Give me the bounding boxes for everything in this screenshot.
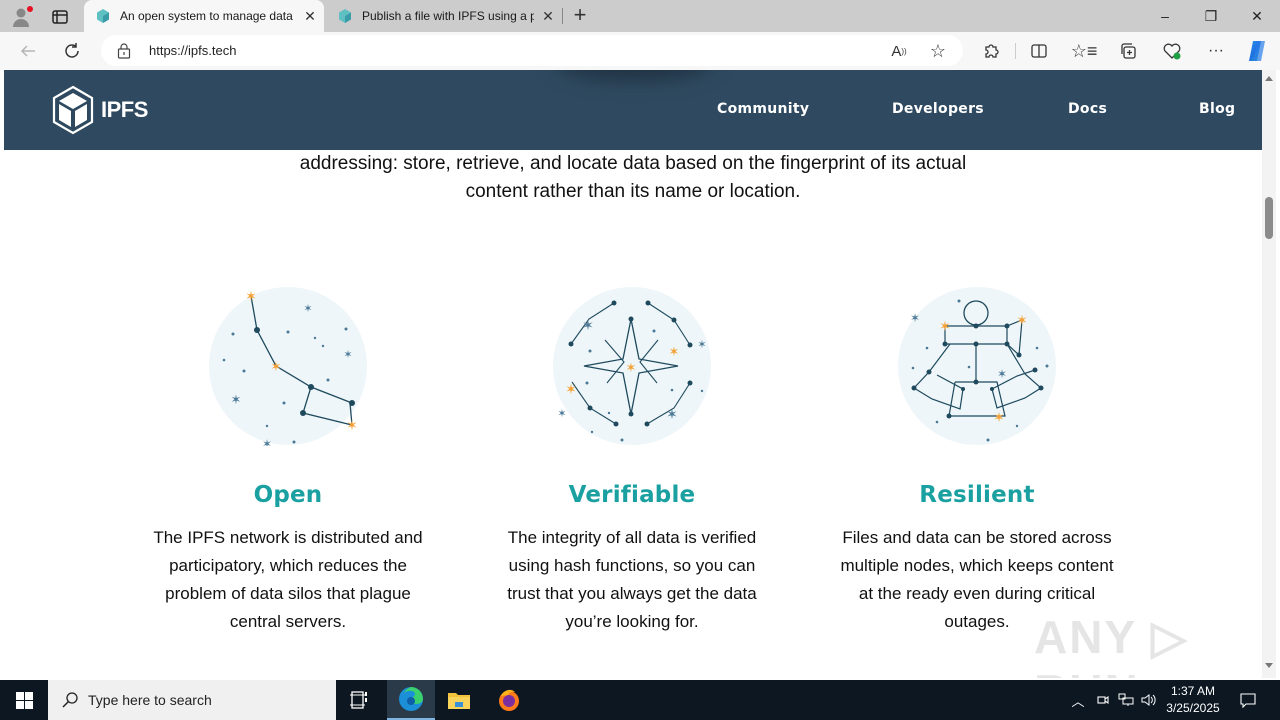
- taskbar-search-box[interactable]: Type here to search: [48, 680, 336, 720]
- feature-description: Files and data can be stored across mult…: [840, 528, 1114, 631]
- tab-publish-file[interactable]: Publish a file with IPFS using a pi ✕: [326, 0, 562, 32]
- refresh-icon[interactable]: [60, 39, 84, 63]
- ipfs-cube-icon: [52, 85, 94, 135]
- minimize-button[interactable]: –: [1161, 8, 1169, 24]
- svg-text:✶: ✶: [231, 392, 242, 407]
- svg-text:✶: ✶: [997, 367, 1007, 381]
- windows-logo-icon: [15, 691, 33, 709]
- svg-text:✶: ✶: [557, 408, 566, 420]
- nav-docs[interactable]: Docs: [1068, 101, 1108, 117]
- feature-title: Resilient: [919, 482, 1035, 508]
- browser-essentials-icon[interactable]: [1160, 39, 1184, 63]
- restore-button[interactable]: ❐: [1204, 7, 1218, 24]
- scrollbar-thumb[interactable]: [1265, 197, 1273, 239]
- svg-text:✶: ✶: [343, 349, 352, 361]
- new-tab-button[interactable]: +: [573, 2, 587, 27]
- big-dipper-constellation-icon: ✶ ✶ ✶ ✶ ✶ ✶ ✶: [209, 287, 367, 446]
- svg-text:✶: ✶: [303, 303, 312, 315]
- clock-time: 1:37 AM: [1170, 684, 1216, 698]
- feature-verifiable: ✶ ✶ ✶ ✶ ✶ ✶ ✶ Verifiable The integrity o…: [482, 286, 782, 636]
- figure-constellation-icon: ✶ ✶ ✶ ✶ ✶: [898, 287, 1056, 445]
- header-shadow: [554, 70, 714, 80]
- windows-taskbar: Type here to search ︿ 1:37 AM 3/25/2025: [0, 680, 1280, 720]
- tab-title: An open system to manage data: [120, 9, 293, 23]
- meet-now-icon[interactable]: [1092, 680, 1114, 720]
- volume-icon[interactable]: [1138, 680, 1160, 720]
- firefox-icon[interactable]: [485, 680, 533, 720]
- compass-star-constellation-icon: ✶ ✶ ✶ ✶ ✶ ✶ ✶: [553, 287, 711, 445]
- svg-text:✶: ✶: [565, 381, 577, 397]
- ipfs-favicon-icon: [97, 9, 109, 23]
- svg-text:✶: ✶: [666, 406, 678, 422]
- svg-text:✶: ✶: [1016, 312, 1028, 328]
- tab-divider: [562, 8, 563, 24]
- scroll-up-arrow-icon[interactable]: [1265, 76, 1273, 81]
- address-bar[interactable]: https://ipfs.tech A)) ☆: [101, 35, 963, 66]
- extensions-icon[interactable]: [979, 39, 1003, 63]
- tab-actions-icon[interactable]: [50, 7, 70, 27]
- task-view-icon[interactable]: [336, 680, 384, 720]
- intro-paragraph: addressing: store, retrieve, and locate …: [4, 150, 1262, 206]
- svg-text:✶: ✶: [669, 344, 680, 359]
- close-window-button[interactable]: ✕: [1251, 7, 1263, 24]
- show-hidden-icons-chevron-icon[interactable]: ︿: [1071, 693, 1085, 709]
- back-icon[interactable]: [16, 39, 40, 63]
- feature-title: Open: [253, 482, 323, 508]
- collections-icon[interactable]: [1116, 39, 1140, 63]
- file-explorer-icon[interactable]: [435, 680, 483, 720]
- tab-ipfs-home[interactable]: An open system to manage data ✕: [84, 0, 324, 32]
- svg-text:✶: ✶: [582, 317, 594, 333]
- url-text[interactable]: https://ipfs.tech: [149, 43, 237, 58]
- browser-toolbar: https://ipfs.tech A)) ☆ ☆≡ ···: [0, 32, 1280, 70]
- tab-title: Publish a file with IPFS using a pi: [362, 9, 534, 23]
- taskbar-clock[interactable]: 1:37 AM 3/25/2025: [1160, 683, 1226, 717]
- svg-text:✶: ✶: [271, 359, 282, 374]
- logo-wordmark: IPFS: [101, 97, 148, 122]
- read-aloud-icon[interactable]: A)): [891, 42, 907, 60]
- svg-text:✶: ✶: [939, 318, 951, 334]
- browser-tab-strip: An open system to manage data ✕ Publish …: [0, 0, 1280, 32]
- close-tab-icon[interactable]: ✕: [542, 7, 554, 24]
- close-tab-icon[interactable]: ✕: [304, 7, 316, 24]
- clock-date: 3/25/2025: [1166, 701, 1220, 715]
- svg-text:✶: ✶: [245, 288, 257, 304]
- feature-description: The IPFS network is distributed and part…: [153, 528, 423, 631]
- search-icon: [62, 692, 78, 708]
- copilot-icon[interactable]: [1245, 39, 1269, 63]
- network-icon[interactable]: [1115, 680, 1137, 720]
- svg-text:✶: ✶: [262, 437, 272, 446]
- ipfs-favicon-icon: [339, 9, 351, 23]
- intro-line-1: addressing: store, retrieve, and locate …: [299, 153, 967, 174]
- toolbar-divider: [1015, 43, 1016, 59]
- profile-avatar-icon[interactable]: [10, 5, 34, 29]
- lock-icon[interactable]: [117, 43, 131, 59]
- svg-text:✶: ✶: [697, 339, 706, 351]
- ipfs-logo[interactable]: IPFS: [51, 85, 148, 135]
- scroll-down-arrow-icon[interactable]: [1265, 663, 1273, 668]
- feature-open: ✶ ✶ ✶ ✶ ✶ ✶ ✶ Open The IPFS network is d…: [138, 286, 438, 636]
- svg-text:✶: ✶: [626, 360, 637, 375]
- nav-community[interactable]: Community: [717, 101, 810, 117]
- more-menu-icon[interactable]: ···: [1208, 42, 1224, 59]
- intro-line-2: content rather than its name or location…: [465, 181, 801, 202]
- edge-taskbar-icon[interactable]: [387, 680, 435, 720]
- svg-text:✶: ✶: [993, 409, 1005, 425]
- svg-text:✶: ✶: [910, 311, 920, 325]
- page-scrollbar[interactable]: [1262, 70, 1276, 678]
- page-viewport: IPFS Community Developers Docs Blog addr…: [4, 70, 1262, 678]
- feature-description: The integrity of all data is verified us…: [507, 528, 757, 631]
- notifications-icon[interactable]: [1234, 680, 1262, 720]
- favorites-icon[interactable]: ☆≡: [1070, 40, 1098, 61]
- feature-resilient: ✶ ✶ ✶ ✶ ✶ Resilient Files and data can b…: [827, 286, 1127, 636]
- nav-blog[interactable]: Blog: [1199, 101, 1236, 117]
- svg-text:✶: ✶: [346, 417, 358, 433]
- start-button[interactable]: [0, 680, 48, 720]
- site-header: IPFS Community Developers Docs Blog: [4, 70, 1262, 150]
- nav-developers[interactable]: Developers: [892, 101, 984, 117]
- search-placeholder: Type here to search: [88, 692, 212, 708]
- favorite-star-icon[interactable]: ☆: [929, 40, 947, 61]
- feature-title: Verifiable: [568, 482, 696, 508]
- split-screen-icon[interactable]: [1027, 39, 1051, 63]
- anyrun-watermark: ANY ▷ RUN: [1034, 611, 1189, 678]
